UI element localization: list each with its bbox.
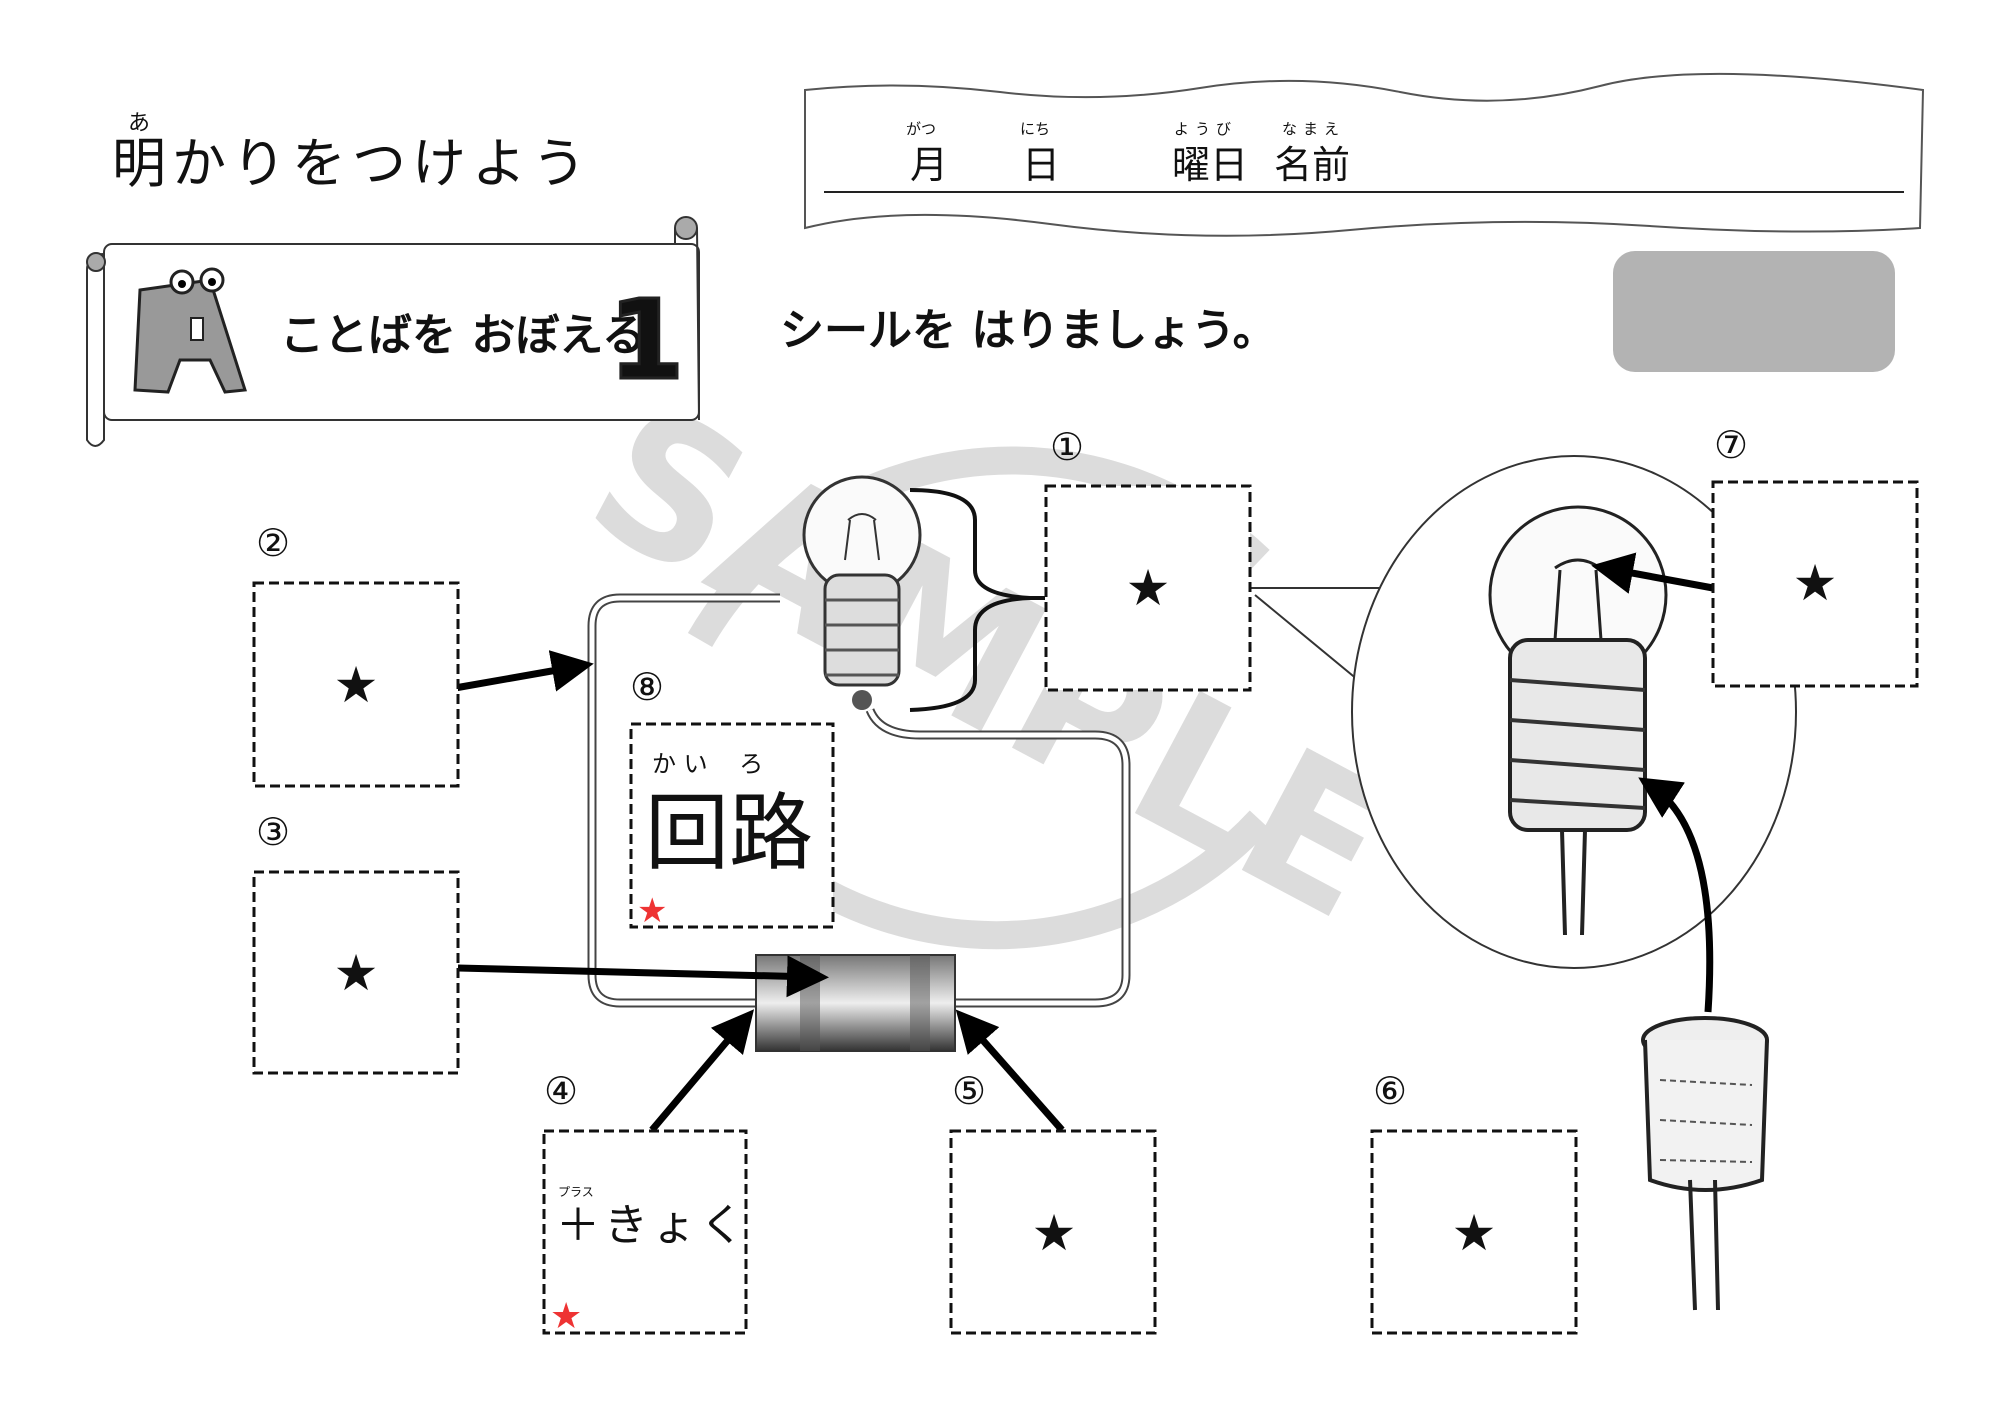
star-icon: ★ xyxy=(1126,559,1171,617)
svg-text:②: ② xyxy=(256,521,290,565)
svg-text:か い ろ: か い ろ xyxy=(652,750,763,778)
name-label: 名前 xyxy=(1274,143,1350,187)
svg-text:回路: 回路 xyxy=(645,784,813,882)
circuit-diagram xyxy=(587,475,1131,1052)
page-title: 明かりをつけよう xyxy=(112,132,592,195)
name-date-box: がつ 月 にち 日 ようび 曜日 なまえ 名前 xyxy=(804,72,1925,237)
title-ruby: あ xyxy=(128,111,150,136)
star-icon: ★ xyxy=(1032,1204,1077,1262)
arrows xyxy=(454,552,1714,1133)
svg-text:がつ: がつ xyxy=(906,120,936,138)
svg-text:なまえ: なまえ xyxy=(1282,120,1345,138)
answer-box-7[interactable]: ⑦ ★ xyxy=(1711,423,1919,688)
star-icon: ★ xyxy=(1452,1204,1497,1262)
answer-box-3[interactable]: ③ ★ xyxy=(252,810,460,1075)
month-label: 月 xyxy=(910,143,948,187)
socket xyxy=(1641,1016,1769,1311)
svg-text:⑧: ⑧ xyxy=(630,665,664,709)
banner-number: 1 xyxy=(608,276,685,404)
instruction-text: シールを はりましょう。 xyxy=(780,305,1277,356)
star-icon: ★ xyxy=(334,944,379,1002)
svg-text:①: ① xyxy=(1050,425,1084,469)
svg-text:⑥: ⑥ xyxy=(1373,1069,1407,1113)
day-label: 日 xyxy=(1022,143,1060,187)
answer-box-4[interactable]: ④ プラス ＋きょく ★ xyxy=(542,1069,748,1337)
svg-text:にち: にち xyxy=(1020,120,1050,138)
answer-box-2[interactable]: ② ★ xyxy=(252,521,460,788)
weekday-label: 曜日 xyxy=(1172,143,1248,187)
light-bulb xyxy=(802,475,922,710)
star-icon: ★ xyxy=(1793,554,1838,612)
battery xyxy=(755,954,956,1052)
lesson-banner: ことばを おぼえる 1 xyxy=(86,216,700,447)
svg-text:④: ④ xyxy=(544,1069,578,1113)
answer-box-1[interactable]: ① ★ xyxy=(1044,425,1252,692)
red-star-icon: ★ xyxy=(637,891,667,931)
red-star-icon: ★ xyxy=(550,1296,582,1337)
star-icon: ★ xyxy=(334,656,379,714)
svg-text:ようび: ようび xyxy=(1174,120,1237,138)
svg-text:プラス: プラス xyxy=(558,1185,594,1199)
svg-text:③: ③ xyxy=(256,810,290,854)
svg-text:＋きょく: ＋きょく xyxy=(556,1200,748,1251)
svg-text:⑦: ⑦ xyxy=(1714,423,1748,467)
answer-box-8[interactable]: ⑧ か い ろ 回路 ★ xyxy=(629,665,835,931)
svg-text:⑤: ⑤ xyxy=(952,1069,986,1113)
answer-box-6[interactable]: ⑥ ★ xyxy=(1370,1069,1578,1335)
letter-a-mascot-icon xyxy=(133,267,247,394)
answer-box-5[interactable]: ⑤ ★ xyxy=(949,1069,1157,1335)
sticker-placeholder xyxy=(1613,251,1895,372)
banner-text: ことばを おぼえる xyxy=(280,310,646,361)
